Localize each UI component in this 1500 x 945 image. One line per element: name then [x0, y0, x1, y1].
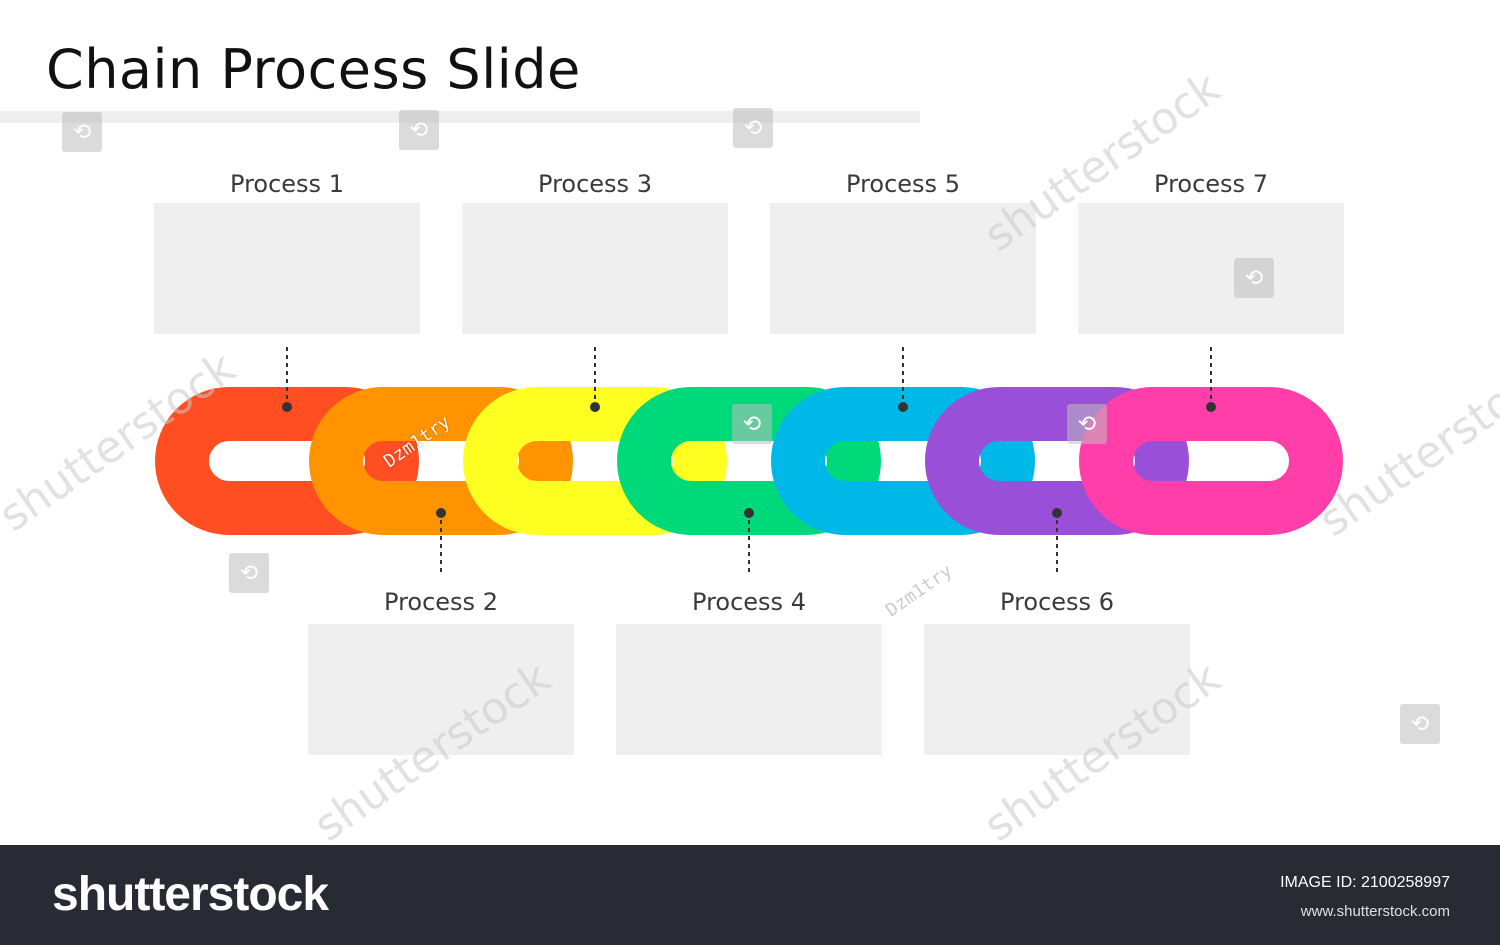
process-7-anchor-dot — [1206, 402, 1216, 412]
process-1-anchor-dot — [282, 402, 292, 412]
process-4-textbox — [616, 624, 882, 755]
watermark-tile: ⟲ — [399, 110, 439, 150]
process-5-textbox — [770, 203, 1036, 334]
process-4-anchor-dot — [744, 508, 754, 518]
process-6-textbox — [924, 624, 1190, 755]
footer-website: www.shutterstock.com — [1300, 903, 1450, 920]
process-3-textbox — [462, 203, 728, 334]
slide-title: Chain Process Slide — [46, 38, 581, 101]
process-6-label: Process 6 — [1000, 588, 1114, 616]
process-3-label: Process 3 — [538, 170, 652, 198]
watermark-tile: ⟲ — [1234, 258, 1274, 298]
process-2-anchor-dot — [436, 508, 446, 518]
title-underline — [0, 111, 920, 123]
chain-connectors — [282, 347, 1216, 575]
footer-bar: shutterstock IMAGE ID: 2100258997 www.sh… — [0, 845, 1500, 945]
watermark-tile: ⟲ — [1400, 704, 1440, 744]
image-id: IMAGE ID: 2100258997 — [1280, 874, 1450, 891]
process-3-anchor-dot — [590, 402, 600, 412]
footer-logo: shutterstock — [52, 868, 329, 921]
process-4-label: Process 4 — [692, 588, 806, 616]
process-5-anchor-dot — [898, 402, 908, 412]
watermark-tile: ⟲ — [732, 404, 772, 444]
process-2-textbox — [308, 624, 574, 755]
process-1-textbox — [154, 203, 420, 334]
slide: Chain Process Slide Process 1 Process 3 … — [0, 38, 1500, 852]
chain-link-1 — [155, 387, 419, 535]
watermark-tile: ⟲ — [1067, 404, 1107, 444]
process-7-textbox — [1078, 203, 1344, 334]
process-2-label: Process 2 — [384, 588, 498, 616]
process-6-anchor-dot — [1052, 508, 1062, 518]
process-7-label: Process 7 — [1154, 170, 1268, 198]
chain-links — [155, 387, 1343, 535]
chain-link-7 — [1079, 387, 1343, 535]
process-5-label: Process 5 — [846, 170, 960, 198]
chain-diagram — [155, 347, 1343, 575]
chain-link-5 — [771, 387, 1035, 535]
watermark-tile: ⟲ — [62, 112, 102, 152]
watermark-tile: ⟲ — [733, 108, 773, 148]
process-1-label: Process 1 — [230, 170, 344, 198]
watermark-tile: ⟲ — [229, 553, 269, 593]
chain-link-3 — [463, 387, 727, 535]
